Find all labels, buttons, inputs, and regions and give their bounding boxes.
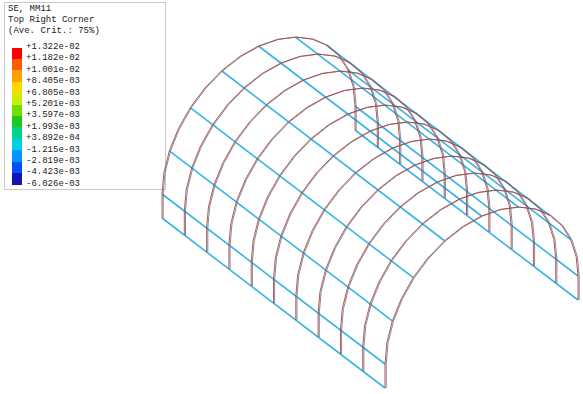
color-swatch: [12, 150, 22, 162]
arch-rib: [229, 88, 422, 269]
contour-value: +5.201e-03: [26, 99, 80, 110]
color-swatch: [12, 105, 22, 117]
arch-rib: [162, 37, 355, 218]
arch-rib: [296, 139, 489, 320]
arch-rib-shadow: [342, 173, 535, 354]
arch-rib-shadow: [297, 139, 490, 320]
arch-rib-shadow: [386, 207, 579, 388]
legend-heading: SE, MM11: [8, 4, 51, 15]
legend-heading: (Ave. Crit.: 75%): [8, 26, 100, 37]
arch-rib: [340, 173, 533, 354]
contour-value: +6.805e-03: [26, 88, 80, 99]
arch-rib-shadow: [186, 54, 379, 235]
contour-value: +1.001e-02: [26, 65, 80, 76]
legend-heading: Top Right Corner: [8, 15, 94, 26]
color-swatch: [12, 127, 22, 139]
contour-value: +1.322e-02: [26, 42, 80, 53]
arch-rib: [184, 54, 377, 235]
color-swatch: [12, 82, 22, 94]
arch-rib-shadow: [364, 190, 557, 371]
contour-value: -2.819e-03: [26, 156, 80, 167]
arch-rib: [251, 105, 444, 286]
wireframe-group: [162, 37, 579, 388]
color-swatch: [12, 173, 22, 185]
contour-value: -1.215e-03: [26, 145, 80, 156]
contour-value: +8.405e-03: [26, 76, 80, 87]
arch-rib-shadow: [319, 156, 512, 337]
arch-rib-shadow: [208, 71, 401, 252]
arch-rib: [274, 122, 467, 303]
arch-rib-shadow: [230, 88, 423, 269]
arch-rib: [385, 207, 578, 388]
contour-value: -4.423e-03: [26, 167, 80, 178]
color-swatch: [12, 48, 22, 60]
arch-rib: [318, 156, 511, 337]
color-swatch: [12, 139, 22, 151]
contour-value: +3.597e-03: [26, 110, 80, 121]
color-swatch: [12, 93, 22, 105]
contour-value: +3.892e-04: [26, 133, 80, 144]
arch-rib: [363, 190, 556, 371]
contour-value: +1.182e-02: [26, 53, 80, 64]
arch-rib: [207, 71, 400, 252]
color-swatch: [12, 116, 22, 128]
contour-value: +1.993e-03: [26, 122, 80, 133]
arch-rib-shadow: [275, 122, 468, 303]
arch-rib-shadow: [163, 37, 356, 218]
arch-rib-shadow: [252, 105, 445, 286]
contour-value: -6.026e-03: [26, 179, 80, 190]
color-swatch: [12, 59, 22, 71]
color-swatch: [12, 70, 22, 82]
color-swatch: [12, 162, 22, 174]
